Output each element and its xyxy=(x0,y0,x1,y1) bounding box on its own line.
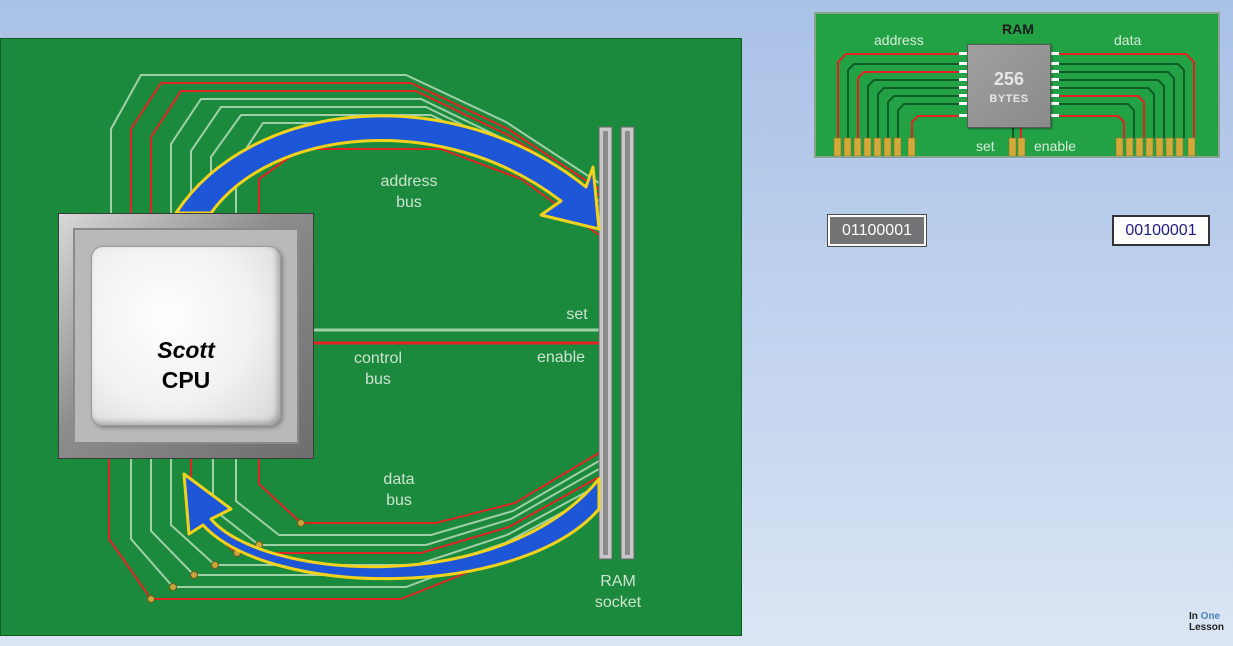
enable-label: enable xyxy=(536,349,586,366)
ram-title: RAM xyxy=(1002,21,1034,37)
address-bus-label: address bus xyxy=(369,171,449,213)
data-trace xyxy=(258,452,600,524)
control-bus-label: control bus xyxy=(341,348,415,390)
brand-line1: In One xyxy=(1189,611,1231,622)
ram-module-traces xyxy=(833,52,1196,156)
ram-chip-size: 256 xyxy=(993,69,1025,89)
solder-pads xyxy=(147,519,305,603)
ram-data-trace xyxy=(1051,53,1195,138)
brand-word-lesson: Lesson xyxy=(1189,622,1225,633)
bus-traces xyxy=(108,74,635,603)
address-register-value: 01100001 xyxy=(827,214,927,247)
ram-data-trace xyxy=(1051,95,1145,138)
ram-socket-label-line1: RAM xyxy=(600,573,636,590)
solder-pad xyxy=(211,561,219,569)
ram-chip: 256 BYTES xyxy=(967,44,1051,128)
data-trace xyxy=(150,459,600,576)
ram-address-label: address xyxy=(874,32,924,48)
address-bus-arrow xyxy=(174,114,601,231)
ram-data-trace xyxy=(1051,71,1175,138)
data-bus-arrow xyxy=(182,472,601,581)
solder-pad xyxy=(190,571,198,579)
ram-address-trace xyxy=(837,53,967,138)
data-trace xyxy=(235,459,600,536)
cpu-chip: Scott CPU xyxy=(58,213,314,459)
ram-address-trace xyxy=(877,87,967,138)
edge-connector-pins xyxy=(833,137,1196,156)
ram-data-trace xyxy=(1051,87,1155,138)
brand-logo: In One Lesson xyxy=(1189,611,1231,633)
address-trace xyxy=(110,74,600,213)
ram-set-label: set xyxy=(976,138,995,154)
ram-data-trace xyxy=(1051,103,1135,138)
ram-socket-label: RAM socket xyxy=(583,571,653,613)
ram-socket xyxy=(598,126,635,560)
data-bus-label: data bus xyxy=(369,469,429,511)
address-bus-label-line2: bus xyxy=(396,194,422,211)
cpu-frame: Scott CPU xyxy=(73,228,299,444)
ram-address-trace xyxy=(911,115,967,138)
ram-address-trace xyxy=(887,95,967,138)
cpu-lid: Scott CPU xyxy=(91,246,281,426)
ram-data-trace xyxy=(1051,115,1125,138)
set-label: set xyxy=(566,306,588,323)
ram-address-trace xyxy=(857,71,967,138)
ram-address-trace xyxy=(867,79,967,138)
brand-word-in: In xyxy=(1189,611,1201,622)
ram-data-trace xyxy=(1051,79,1165,138)
control-bus-label-line1: control xyxy=(353,350,403,367)
ram-chip-pins xyxy=(959,52,1059,117)
ram-address-trace xyxy=(847,63,967,138)
data-register-value: 00100001 xyxy=(1112,215,1210,246)
cpu-type: CPU xyxy=(161,367,211,393)
motherboard: address bus set enable control bus data … xyxy=(0,38,742,636)
address-bus-label-line1: address xyxy=(380,173,438,190)
solder-pad xyxy=(169,583,177,591)
address-trace xyxy=(258,148,600,236)
solder-pad xyxy=(147,595,155,603)
data-bus-label-line1: data xyxy=(383,471,415,488)
control-bus-traces xyxy=(314,328,599,345)
address-trace xyxy=(130,82,600,213)
ram-module: RAM address data set enable 256 BYTES xyxy=(814,12,1220,158)
control-bus-label-line2: bus xyxy=(365,371,391,388)
address-trace xyxy=(150,90,600,213)
ram-chip-unit: BYTES xyxy=(989,93,1029,105)
ram-address-trace xyxy=(897,103,967,138)
data-bus-label-line2: bus xyxy=(386,492,412,509)
brand-word-one: One xyxy=(1200,611,1221,622)
ram-enable-label: enable xyxy=(1034,138,1077,154)
ram-socket-label-line2: socket xyxy=(594,594,642,611)
ram-data-label: data xyxy=(1114,32,1142,48)
cpu-name: Scott xyxy=(157,337,215,363)
solder-pad xyxy=(297,519,305,527)
ram-data-trace xyxy=(1051,63,1185,138)
